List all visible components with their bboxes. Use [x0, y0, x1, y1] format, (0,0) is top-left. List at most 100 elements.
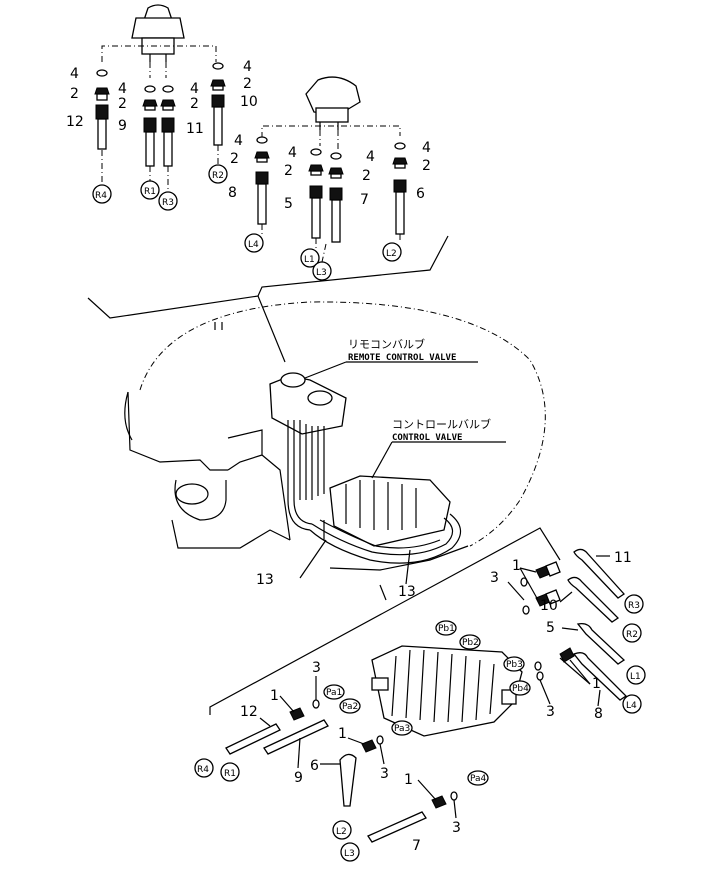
part-5: 5: [284, 196, 293, 212]
part-11: 11: [186, 121, 204, 137]
part-2: 2: [118, 96, 127, 112]
tag-r1-bottom: R1: [220, 762, 240, 782]
hose-column-l2: [392, 142, 408, 242]
part-12: 12: [240, 704, 258, 720]
installed-control-valve: [309, 475, 462, 564]
tag-l1-right: L1: [626, 665, 646, 685]
tag-l4-right: L4: [622, 694, 642, 714]
part-4: 4: [243, 59, 252, 75]
svg-text:Pb3: Pb3: [506, 660, 523, 670]
hose-column-l3: [321, 152, 344, 263]
svg-text:Pa4: Pa4: [470, 774, 487, 784]
svg-text:Pb1: Pb1: [438, 624, 455, 634]
tag-r2-right: R2: [622, 623, 642, 643]
right-remote-valve: [101, 4, 217, 78]
part-1: 1: [404, 772, 413, 788]
svg-text:L3: L3: [344, 849, 355, 859]
part-2: 2: [190, 96, 199, 112]
svg-text:R1: R1: [144, 187, 156, 197]
tag-l1-top: L1: [300, 248, 320, 268]
svg-text:R4: R4: [197, 765, 209, 775]
left-remote-valve: [261, 76, 401, 150]
tag-r3-right: R3: [624, 594, 644, 614]
revolving-frame: [124, 301, 546, 571]
part-3: 3: [490, 570, 499, 586]
port-pb1: Pb1: [435, 620, 457, 636]
tag-r2-top: R2: [208, 164, 228, 184]
hose-column-l1: [308, 148, 324, 250]
hose-column-r1: [142, 85, 158, 182]
svg-text:R1: R1: [224, 769, 236, 779]
part-4: 4: [288, 145, 297, 161]
captions: リモコンバルブ REMOTE CONTROL VALVE コントロールバルブ C…: [348, 337, 491, 443]
installed-remote-valves: [269, 372, 347, 531]
port-pa3: Pa3: [391, 720, 413, 736]
part-12: 12: [66, 114, 84, 130]
part-2: 2: [422, 158, 431, 174]
tag-l2-top: L2: [382, 242, 402, 262]
svg-text:L2: L2: [336, 827, 347, 837]
part-10: 10: [540, 598, 558, 614]
part-4: 4: [234, 133, 243, 149]
svg-text:L1: L1: [630, 672, 641, 682]
svg-text:L1: L1: [304, 255, 315, 265]
part-2: 2: [230, 151, 239, 167]
hose-column-l4: [254, 136, 270, 236]
hose-column-r2: [210, 62, 226, 166]
part-6: 6: [416, 186, 425, 202]
hose-column-r4: [94, 69, 110, 184]
part-number-labels: 4 2 12 4 2 9 4 2 11 4 2 10 4 2 8 4 2 5 4…: [66, 59, 632, 854]
part-1: 1: [270, 688, 279, 704]
port-pa4: Pa4: [467, 770, 489, 786]
part-3: 3: [312, 660, 321, 676]
port-pb2: Pb2: [459, 634, 481, 650]
hoses-lower-left: [225, 699, 458, 843]
part-7: 7: [360, 192, 369, 208]
part-4: 4: [366, 149, 375, 165]
tag-r1-top: R1: [140, 180, 160, 200]
svg-text:R3: R3: [162, 198, 174, 208]
part-1: 1: [512, 558, 521, 574]
port-pa1: Pa1: [323, 684, 345, 700]
svg-text:R4: R4: [95, 191, 107, 201]
part-4: 4: [118, 81, 127, 97]
svg-text:R2: R2: [626, 630, 638, 640]
svg-text:Pa1: Pa1: [326, 688, 342, 698]
part-13: 13: [256, 572, 274, 588]
svg-text:R2: R2: [212, 171, 224, 181]
port-pa2: Pa2: [339, 698, 361, 714]
part-2: 2: [362, 168, 371, 184]
svg-text:Pa3: Pa3: [394, 724, 410, 734]
part-9: 9: [118, 118, 127, 134]
leader-lines-lower: [259, 555, 610, 819]
part-8: 8: [228, 185, 237, 201]
part-4: 4: [422, 140, 431, 156]
part-2: 2: [284, 163, 293, 179]
part-4: 4: [70, 66, 79, 82]
part-2: 2: [243, 76, 252, 92]
part-7: 7: [412, 838, 421, 854]
tag-r3-top: R3: [158, 191, 178, 211]
hose-end-tags: R4 R1 R3 R2 L4 L1 L3 L2 R3 R2 L1 L4 R4 R…: [92, 164, 646, 862]
port-pb4: Pb4: [509, 680, 531, 696]
control-valve-exploded: [371, 645, 523, 737]
part-1: 1: [338, 726, 347, 742]
control-valve-en: CONTROL VALVE: [392, 433, 462, 443]
tag-r4-top: R4: [92, 184, 112, 204]
part-9: 9: [294, 770, 303, 786]
part-3: 3: [452, 820, 461, 836]
svg-text:R3: R3: [628, 601, 640, 611]
svg-text:Pb4: Pb4: [512, 684, 529, 694]
hose-column-r3: [160, 85, 176, 192]
part-10: 10: [240, 94, 258, 110]
tag-l3-top: L3: [312, 261, 332, 281]
svg-text:Pa2: Pa2: [342, 702, 358, 712]
part-8: 8: [594, 706, 603, 722]
part-11: 11: [614, 550, 632, 566]
part-2: 2: [70, 86, 79, 102]
tag-l2-bottom: L2: [332, 820, 352, 840]
remote-valve-en: REMOTE CONTROL VALVE: [348, 353, 456, 363]
svg-text:L3: L3: [316, 268, 327, 278]
part-4: 4: [190, 81, 199, 97]
